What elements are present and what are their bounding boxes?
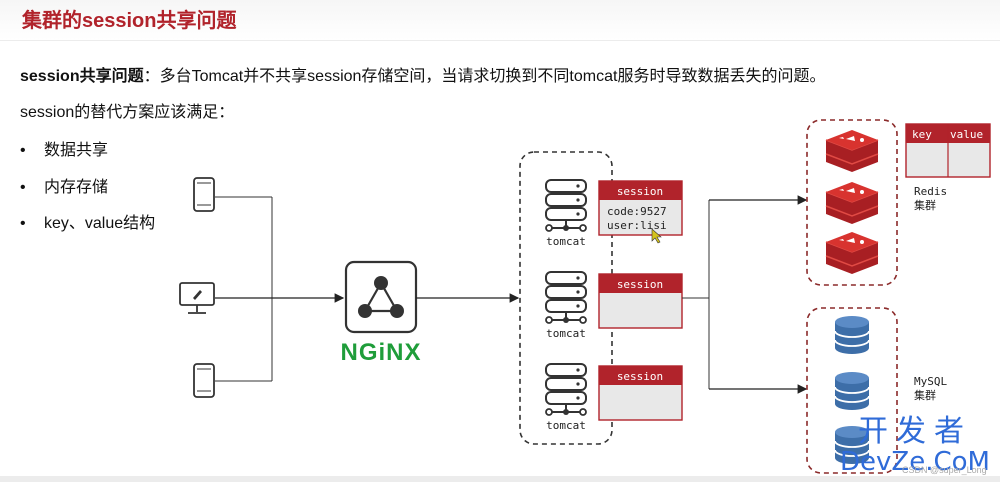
bullet-dot: • bbox=[20, 179, 26, 196]
mysql-cluster-box bbox=[806, 307, 898, 474]
watermark-line-1: 开发者 bbox=[858, 415, 972, 448]
storage-connector-lines bbox=[682, 195, 808, 394]
redis-label: Redis bbox=[914, 185, 947, 198]
bullet-dot: • bbox=[20, 142, 26, 159]
server-icon bbox=[545, 179, 587, 232]
kv-key-header: key bbox=[912, 128, 932, 141]
nginx-icon bbox=[344, 260, 418, 334]
database-icon bbox=[834, 315, 870, 355]
mobile-phone-icon bbox=[193, 363, 215, 398]
session-card: session bbox=[598, 365, 683, 421]
problem-statement: session共享问题：多台Tomcat并不共享session存储空间，当请求切… bbox=[20, 62, 825, 86]
database-icon bbox=[834, 371, 870, 411]
redis-cluster-label: 集群 bbox=[914, 198, 936, 212]
list-item: • 数据共享 bbox=[20, 136, 108, 160]
header-bar bbox=[0, 0, 1000, 41]
redis-cluster-box bbox=[806, 119, 898, 286]
mobile-phone-icon bbox=[193, 177, 215, 212]
mysql-cluster-label: 集群 bbox=[914, 388, 936, 402]
session-card: session code:9527 user:lisi bbox=[598, 180, 683, 236]
redis-icon bbox=[825, 231, 879, 275]
session-title: session bbox=[617, 185, 663, 198]
session-code: code:9527 bbox=[607, 205, 667, 218]
server-icon bbox=[545, 271, 587, 324]
requirement-text: session的替代方案应该满足： bbox=[20, 104, 235, 121]
nginx-logo-text: NGiNX bbox=[340, 339, 421, 366]
problem-colon: ： bbox=[143, 68, 160, 85]
key-value-table: key value bbox=[905, 123, 991, 178]
bullet-text: 内存存储 bbox=[44, 179, 109, 196]
mouse-cursor-icon bbox=[651, 228, 662, 244]
bottom-bar bbox=[0, 476, 1000, 482]
redis-icon bbox=[825, 181, 879, 225]
redis-icon bbox=[825, 129, 879, 173]
watermark: 开发者 DevZe.CoM bbox=[840, 415, 990, 477]
tomcat-label: tomcat bbox=[546, 235, 586, 248]
list-item: • key、value结构 bbox=[20, 209, 155, 233]
csdn-watermark: CSDN @super_Long bbox=[902, 465, 987, 475]
tomcat-label: tomcat bbox=[546, 327, 586, 340]
session-title: session bbox=[617, 370, 663, 383]
desktop-computer-icon bbox=[179, 282, 215, 314]
problem-text: 多台Tomcat并不共享session存储空间，当请求切换到不同tomcat服务… bbox=[159, 68, 826, 85]
session-card: session bbox=[598, 273, 683, 329]
mysql-label: MySQL bbox=[914, 375, 947, 388]
problem-term: session共享问题 bbox=[20, 68, 144, 85]
bullet-text: key、value结构 bbox=[44, 215, 156, 232]
session-user: user:lisi bbox=[607, 219, 667, 232]
tomcat-label: tomcat bbox=[546, 419, 586, 432]
session-title: session bbox=[617, 278, 663, 291]
page-title: 集群的session共享问题 bbox=[22, 10, 237, 32]
list-item: • 内存存储 bbox=[20, 173, 108, 197]
client-connector-lines bbox=[215, 196, 345, 382]
bullet-text: 数据共享 bbox=[44, 142, 109, 159]
kv-value-header: value bbox=[950, 128, 983, 141]
server-icon bbox=[545, 363, 587, 416]
bullet-dot: • bbox=[20, 215, 26, 232]
watermark-line-2: DevZe.CoM bbox=[840, 447, 990, 477]
